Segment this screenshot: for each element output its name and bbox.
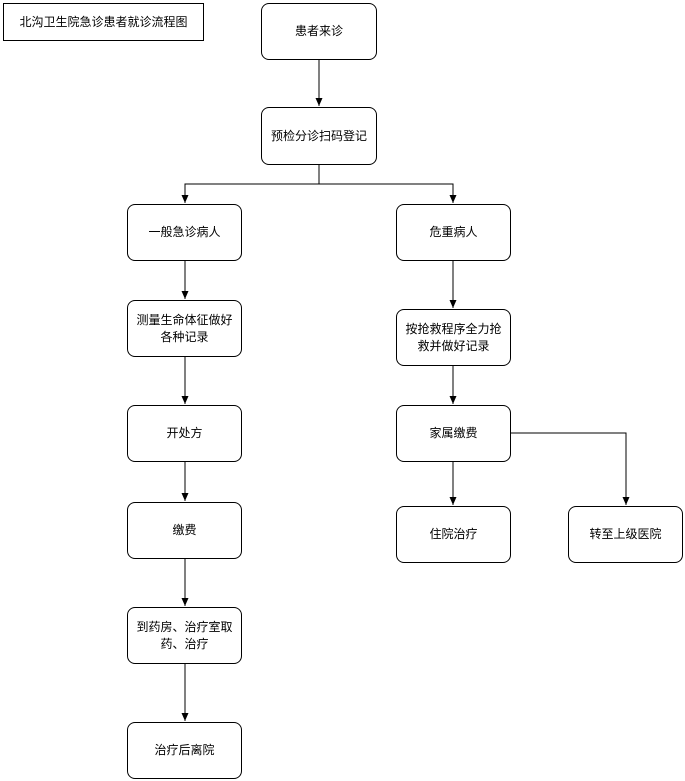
edge-triage-to-critical — [319, 183, 457, 203]
node-hospitalization: 住院治疗 — [396, 506, 511, 563]
node-payment: 缴费 — [127, 502, 242, 559]
diagram-title: 北沟卫生院急诊患者就诊流程图 — [3, 3, 204, 41]
node-critical-patient: 危重病人 — [396, 204, 511, 261]
node-rescue-procedure: 按抢救程序全力抢救并做好记录 — [396, 309, 511, 366]
node-general-emergency-patient: 一般急诊病人 — [127, 204, 242, 261]
edge-triage-to-general — [181, 165, 320, 203]
node-pharmacy-treatment: 到药房、治疗室取药、治疗 — [127, 607, 242, 664]
node-triage-registration: 预检分诊扫码登记 — [261, 107, 377, 165]
node-measure-vitals: 测量生命体征做好各种记录 — [127, 300, 242, 357]
node-discharge: 治疗后离院 — [127, 722, 242, 779]
node-patient-arrive: 患者来诊 — [261, 3, 377, 60]
node-prescribe: 开处方 — [127, 405, 242, 462]
node-transfer-higher-hospital: 转至上级医院 — [568, 506, 683, 563]
node-family-payment: 家属缴费 — [396, 405, 511, 462]
edge-family-pay-to-transfer — [511, 432, 630, 505]
